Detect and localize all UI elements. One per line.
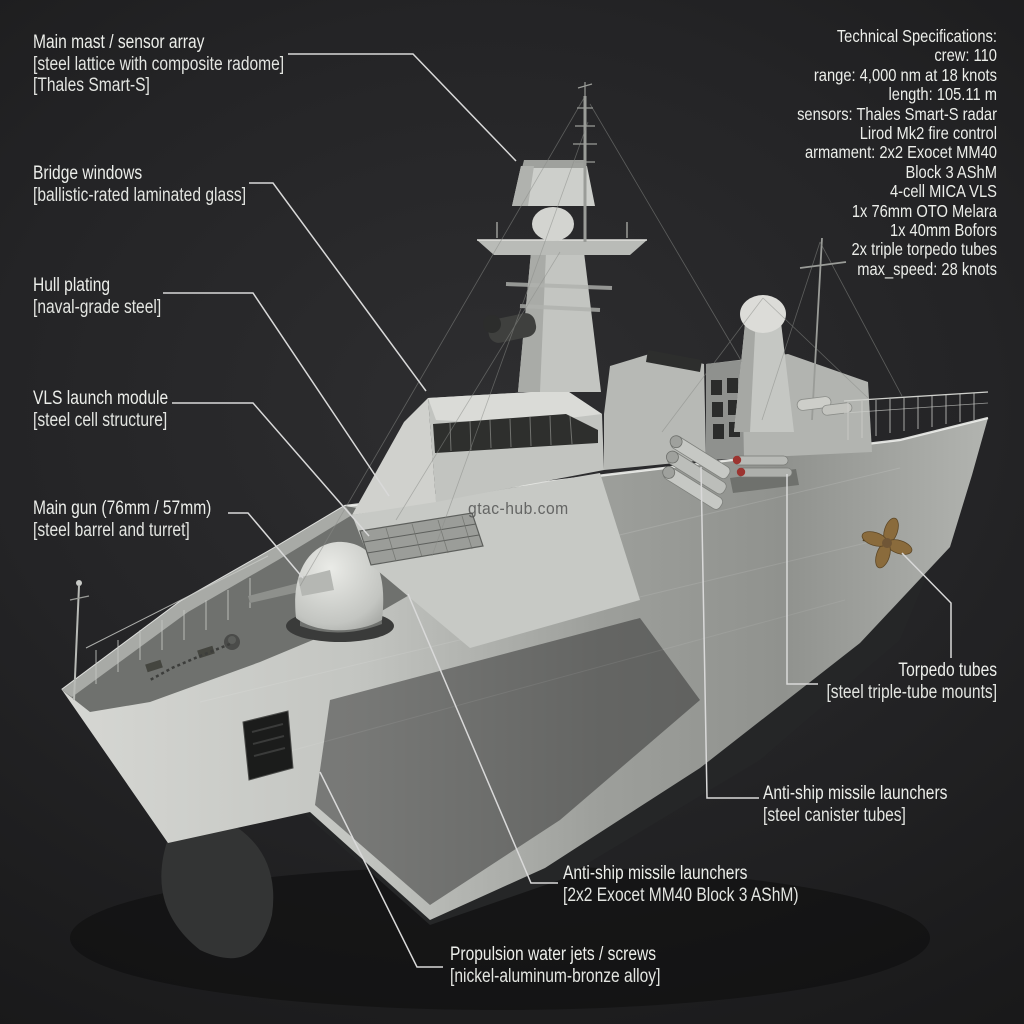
aft-mast-tower [734,237,847,432]
callout-title: Anti-ship missile launchers [763,783,948,804]
callout-detail: [steel lattice with composite radome] [33,53,285,75]
spec-line: sensors: Thales Smart-S radar [797,103,997,124]
callout-detail: [naval-grade steel] [33,296,162,318]
callout-title: Bridge windows [33,163,143,184]
callout-ashm-exocet: Anti-ship missile launchers [2x2 Exocet … [563,863,799,906]
spec-line: crew: 110 [934,45,997,66]
radar-pedestal-dome [532,207,574,241]
hull-recess-opening [242,710,294,781]
callout-title: Torpedo tubes [898,660,997,681]
exocet-canister-launchers [662,435,731,510]
leader-ashm-exocet [407,593,558,884]
callout-title: Anti-ship missile launchers [563,863,748,884]
bow-flagpole [69,580,90,701]
radome-box [512,160,595,206]
spec-line: 2x triple torpedo tubes [851,239,997,260]
main-gun-turret [248,541,394,642]
spec-line: max_speed: 28 knots [857,258,997,279]
leader-vls-module [172,402,370,537]
callout-ashm-canisters: Anti-ship missile launchers [steel canis… [763,783,947,826]
satcom-radome-dome [740,295,786,333]
bridge-block [352,390,604,515]
fire-control-director [483,313,537,343]
callout-title: Propulsion water jets / screws [450,944,657,965]
callout-title: VLS launch module [33,388,169,409]
spec-line: 1x 40mm Bofors [889,220,997,241]
callout-detail: [Thales Smart-S] [33,75,150,96]
callout-detail: [steel barrel and turret] [33,519,190,541]
spec-line: range: 4,000 nm at 18 knots [813,64,997,85]
tech-specs-block: Technical Specifications: crew: 110 rang… [797,26,997,279]
callout-detail: [2x2 Exocet MM40 Block 3 AShM) [563,884,799,906]
stern-railing [843,391,989,440]
bridge-windows-band [433,414,598,453]
callout-detail: [steel triple-tube mounts] [826,681,997,703]
watermark: gtac-hub.com [468,500,569,518]
callout-propulsion: Propulsion water jets / screws [nickel-a… [450,944,660,987]
leader-torpedo-rack [786,474,818,685]
leader-ashm-canisters [700,466,759,799]
leader-propulsion [319,771,443,968]
callout-detail: [nickel-aluminum-bronze alloy] [450,965,661,987]
vls-hatch-grid [359,512,484,566]
gun-barrel [248,580,312,603]
callout-main-mast: Main mast / sensor array [steel lattice … [33,32,284,97]
leader-main-mast [288,53,517,162]
intake-vent [646,350,702,372]
callout-bridge-windows: Bridge windows [ballistic-rated laminate… [33,163,246,206]
propeller [861,517,913,569]
bollard [145,659,163,673]
spec-line: length: 105.11 m [888,84,997,105]
callout-vls-module: VLS launch module [steel cell structure] [33,388,168,431]
life-raft-canisters [796,396,853,416]
spec-line: 1x 76mm OTO Melara [851,200,997,221]
spec-line: armament: 2x2 Exocet MM40 [805,142,997,163]
callout-torpedo-tubes: Torpedo tubes [steel triple-tube mounts] [826,660,997,703]
floor-shadow [70,866,930,1010]
leader-torpedo-stern [901,552,952,658]
lattice-mast [573,82,597,242]
spec-line: Lirod Mk2 fire control [859,123,997,144]
spec-line: 4-cell MICA VLS [889,181,997,202]
spec-line: Block 3 AShM [905,161,997,182]
leader-main-gun [228,512,304,579]
callout-main-gun: Main gun (76mm / 57mm) [steel barrel and… [33,498,211,541]
callout-detail: [steel canister tubes] [763,804,906,826]
callout-hull-plating: Hull plating [naval-grade steel] [33,275,161,318]
callout-detail: [steel cell structure] [33,409,168,431]
rigging-lines [299,97,903,587]
leader-bridge-windows [249,182,427,392]
callout-title: Main gun (76mm / 57mm) [33,498,212,519]
leader-hull-plating [163,292,390,497]
aft-pole-mast [799,237,847,421]
callout-detail: [ballistic-rated laminated glass] [33,184,247,206]
bow-railing [85,555,269,684]
torpedo-tube-rack [730,455,799,493]
callout-title: Main mast / sensor array [33,32,205,53]
forward-superstructure [352,473,640,648]
leader-lines [163,53,952,968]
tech-specs-title: Technical Specifications: [836,26,997,46]
callout-title: Hull plating [33,275,111,296]
